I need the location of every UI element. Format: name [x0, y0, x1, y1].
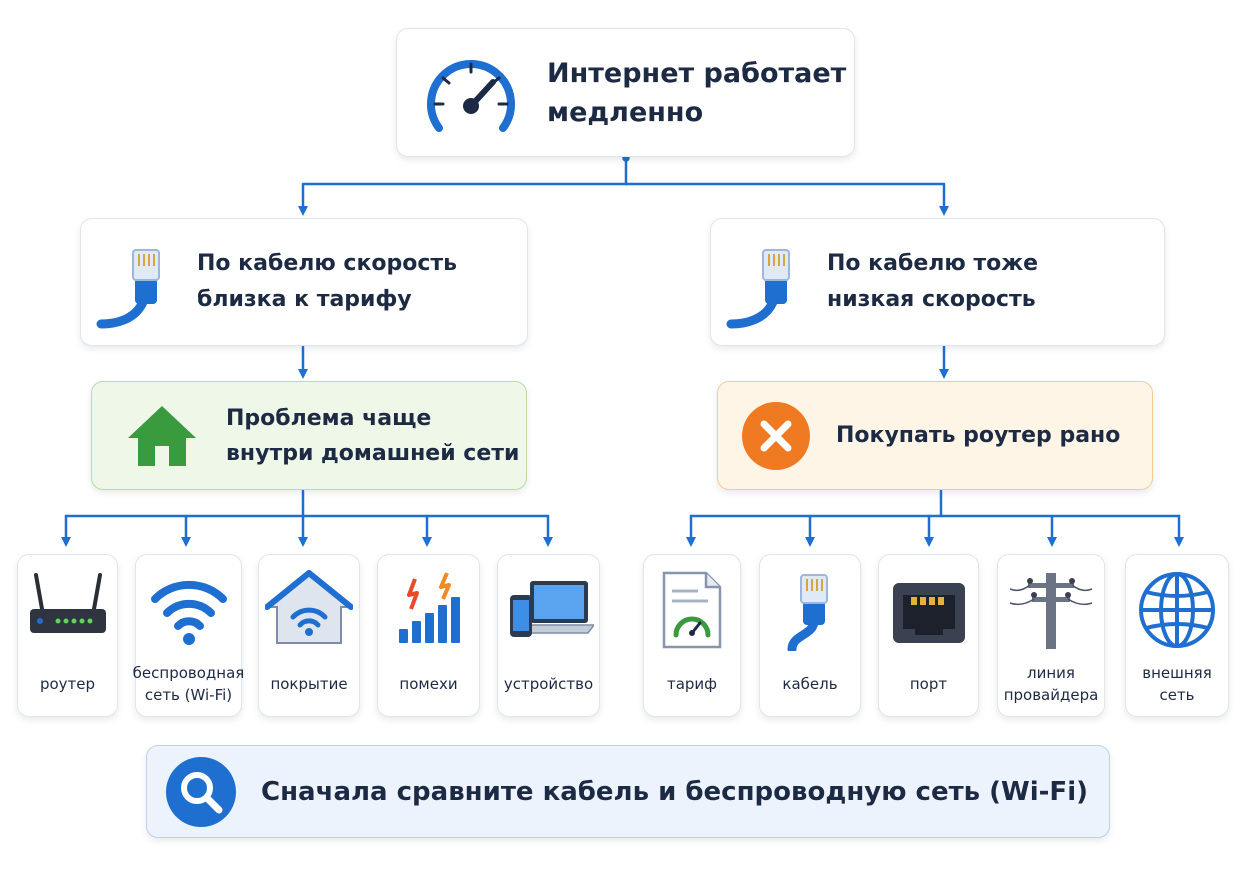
root-node: Интернет работает медленно [396, 28, 855, 157]
check-label-router: роутер [39, 675, 96, 693]
check-label-tariff: тариф [666, 675, 718, 693]
cross-circle-icon [742, 401, 810, 470]
check-item-wifi: беспроводная сеть (Wi-Fi) [132, 554, 245, 717]
check-label-coverage: покрытие [270, 675, 348, 693]
tariff-document-icon [662, 571, 722, 649]
home-wifi-coverage-icon [265, 570, 353, 644]
check-item-port: порт [878, 554, 979, 717]
branch-cable-low: По кабелю тоже низкая скорость [710, 218, 1165, 346]
connector-home-to-checks [64, 489, 550, 518]
conclusion-router-early-title: Покупать роутер рано [836, 423, 1121, 448]
conclusion-home-network-title: Проблема чаще внутри домашней сети [226, 405, 520, 466]
check-item-external-network: внешняя сеть [1125, 554, 1229, 717]
tip-banner: Сначала сравните кабель и беспроводную с… [146, 745, 1110, 838]
ethernet-cable-icon [787, 574, 828, 651]
ethernet-cable-icon [726, 249, 790, 329]
check-item-tariff: тариф [643, 554, 741, 717]
branch-cable-low-title: По кабелю тоже низкая скорость [827, 251, 1039, 312]
check-item-router: роутер [17, 554, 118, 717]
check-label-port: порт [909, 675, 948, 693]
signal-interference-icon [398, 572, 460, 643]
root-title: Интернет работает медленно [547, 57, 847, 128]
branch-cable-ok-title: По кабелю скорость близка к тарифу [197, 251, 458, 312]
check-label-provider-line: линия провайдера [1003, 664, 1099, 704]
check-label-external-network: внешняя сеть [1142, 664, 1212, 704]
check-item-provider-line: линия провайдера [997, 554, 1105, 717]
conclusion-home-network: Проблема чаще внутри домашней сети [91, 381, 527, 490]
router-icon [29, 573, 106, 633]
conclusion-router-early: Покупать роутер рано [717, 381, 1153, 490]
devices-icon [509, 581, 594, 637]
check-label-wifi: беспроводная сеть (Wi-Fi) [132, 664, 245, 704]
check-item-coverage: покрытие [258, 554, 360, 717]
power-line-pole-icon [1009, 573, 1093, 649]
house-icon [128, 405, 196, 466]
ethernet-port-icon [892, 583, 965, 643]
connector-router-early-to-checks [689, 489, 1181, 518]
branch-cable-ok: По кабелю скорость близка к тарифу [80, 218, 528, 346]
speedometer-icon [427, 59, 515, 132]
ethernet-cable-icon [96, 249, 160, 329]
wifi-icon [150, 580, 227, 645]
check-item-cable: кабель [759, 554, 861, 717]
check-label-interference: помехи [399, 675, 458, 693]
check-item-interference: помехи [377, 554, 480, 717]
search-icon [166, 756, 236, 827]
check-label-cable: кабель [782, 675, 838, 693]
tip-text: Сначала сравните кабель и беспроводную с… [261, 776, 1088, 807]
check-item-device: устройство [497, 554, 600, 717]
globe-icon [1139, 572, 1215, 648]
check-label-device: устройство [503, 675, 594, 693]
